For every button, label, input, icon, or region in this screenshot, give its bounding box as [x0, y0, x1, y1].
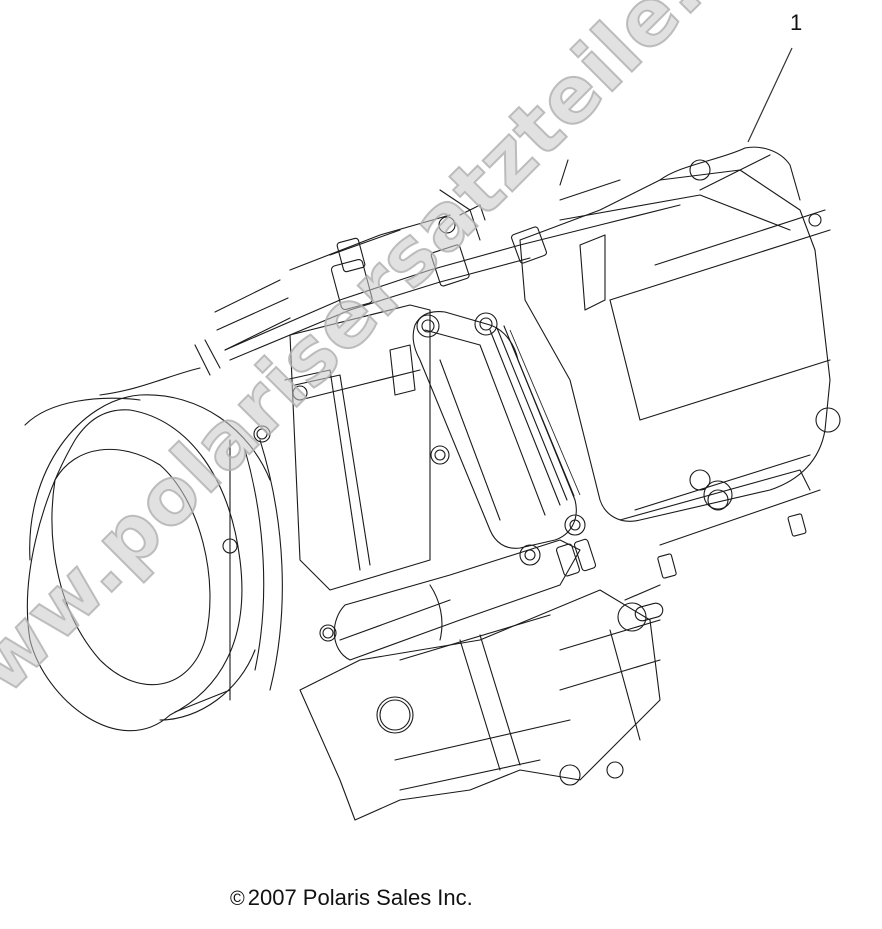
- crankcase: [222, 304, 431, 642]
- copyright-symbol: ©: [230, 888, 245, 910]
- top-bolts: [330, 189, 547, 311]
- callout-number-1: 1: [790, 10, 803, 35]
- copyright-text: 2007 Polaris Sales Inc.: [247, 885, 473, 910]
- cylinder: [389, 311, 586, 549]
- intake-hose: [333, 538, 597, 661]
- callout-leader-line: [747, 47, 793, 143]
- copyright-footer: ©2007 Polaris Sales Inc.: [230, 885, 473, 911]
- valve-cover: [519, 146, 841, 579]
- lower-case: [299, 584, 664, 821]
- upper-frame-lines: [194, 159, 681, 376]
- clutch-cover: [24, 367, 283, 732]
